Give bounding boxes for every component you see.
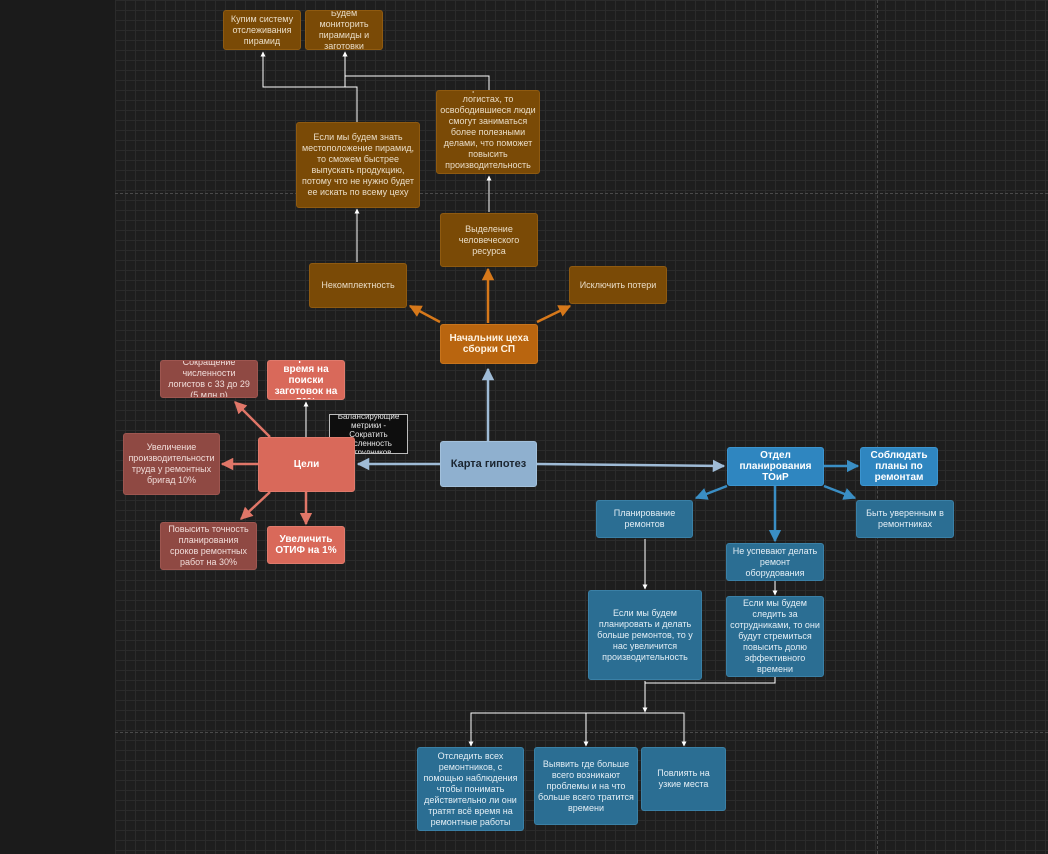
node-trust-repairmen[interactable]: Быть уверенным в ремонтниках xyxy=(856,500,954,538)
node-label: Не успевают делать ремонт оборудования xyxy=(732,545,818,578)
node-label: Соблюдать планы по ремонтам xyxy=(870,450,928,483)
node-label: Увеличение производительности труда у ре… xyxy=(128,442,215,485)
diagram-canvas[interactable] xyxy=(115,0,1048,854)
node-toir-dept[interactable]: Отдел планирования ТОиР xyxy=(727,447,824,486)
left-sidebar xyxy=(0,0,116,854)
link-hyp-watch-merge xyxy=(645,677,776,684)
node-hr-allocation[interactable]: Выделение человеческого ресурса xyxy=(440,213,538,267)
link-toir-to-trust xyxy=(823,484,857,500)
node-find-problems[interactable]: Выявить где больше всего возникают пробл… xyxy=(534,747,638,825)
link-to-track xyxy=(468,712,645,747)
link-shop-to-losses xyxy=(536,304,572,324)
link-shop-to-incompleteness xyxy=(408,304,441,324)
node-reduce-search-time[interactable]: Сократить время на поиски заготовок на 5… xyxy=(267,360,345,400)
node-label: Планирование ремонтов xyxy=(613,508,676,529)
link-hyp-logistics-to-monitor xyxy=(342,51,490,90)
node-label: Карта гипотез xyxy=(450,457,527,470)
node-monitor-pyramids[interactable]: Будем мониторить пирамиды и заготовки xyxy=(305,10,383,50)
node-label: Сократить время на поиски заготовок на 5… xyxy=(274,361,338,399)
link-hyp-location-to-buy xyxy=(260,51,358,122)
link-to-bottlenecks xyxy=(645,712,687,747)
node-label: Отдел планирования ТОиР xyxy=(739,450,812,483)
node-label: Повысить точность планирования сроков ре… xyxy=(168,524,249,567)
node-label: Сокращение численности логистов с 33 до … xyxy=(168,360,250,398)
link-hyp-location-to-monitor xyxy=(342,51,358,122)
node-label: Некомплектность xyxy=(321,280,395,290)
node-productivity[interactable]: Увеличение производительности труда у ре… xyxy=(123,433,220,495)
node-label: Если мы будем знать местоположение пирам… xyxy=(301,132,415,197)
link-goals-to-reduce-logisticians xyxy=(234,401,271,438)
link-toir-to-repair-planning xyxy=(694,484,728,500)
node-label: Если мы будем следить за сотрудниками, т… xyxy=(730,598,820,674)
node-balancing-metric[interactable]: Балансирующие метрики - Сократить числен… xyxy=(329,414,408,454)
node-label: Если мы будем планировать и делать больш… xyxy=(597,607,693,662)
node-track-repairmen[interactable]: Отследить всех ремонтников, с помощью на… xyxy=(417,747,524,831)
node-label: Выявить где больше всего возникают пробл… xyxy=(538,758,634,813)
node-label: потребность в логистах, то освободившиес… xyxy=(440,91,536,170)
node-goals[interactable]: Цели xyxy=(258,437,355,492)
node-label: Увеличить ОТИФ на 1% xyxy=(275,534,337,556)
node-reduce-logisticians[interactable]: Сокращение численности логистов с 33 до … xyxy=(160,360,258,398)
node-hyp-location[interactable]: Если мы будем знать местоположение пирам… xyxy=(296,122,420,208)
node-label: Балансирующие метрики - Сократить числен… xyxy=(337,414,400,454)
node-hypothesis-map[interactable]: Карта гипотез xyxy=(440,441,537,487)
node-label: Начальник цеха сборки СП xyxy=(449,333,529,355)
node-label: Исключить потери xyxy=(579,279,657,290)
node-label: Быть уверенным в ремонтниках xyxy=(866,508,944,529)
node-label: Отследить всех ремонтников, с помощью на… xyxy=(423,750,518,827)
node-label: Будем мониторить пирамиды и заготовки xyxy=(318,10,370,50)
page-break-line xyxy=(115,193,1048,194)
node-planning-accuracy[interactable]: Повысить точность планирования сроков ре… xyxy=(160,522,257,570)
node-repair-planning[interactable]: Планирование ремонтов xyxy=(596,500,693,538)
node-buy-tracking[interactable]: Купим систему отслеживания пирамид xyxy=(223,10,301,50)
node-label: Повлиять на узкие места xyxy=(657,768,710,789)
node-label: Выделение человеческого ресурса xyxy=(458,223,520,256)
node-incompleteness[interactable]: Некомплектность xyxy=(309,263,407,308)
page-break-line xyxy=(115,732,1048,733)
node-hyp-watch-staff[interactable]: Если мы будем следить за сотрудниками, т… xyxy=(726,596,824,677)
page-break-line xyxy=(877,0,878,854)
node-bottlenecks[interactable]: Повлиять на узкие места xyxy=(641,747,726,811)
link-to-find xyxy=(583,712,645,747)
node-keep-plans[interactable]: Соблюдать планы по ремонтам xyxy=(860,447,938,486)
node-late-repairs[interactable]: Не успевают делать ремонт оборудования xyxy=(726,543,824,581)
node-label: Цели xyxy=(293,459,320,470)
node-hyp-logistics[interactable]: потребность в логистах, то освободившиес… xyxy=(436,90,540,174)
node-eliminate-losses[interactable]: Исключить потери xyxy=(569,266,667,304)
node-otif[interactable]: Увеличить ОТИФ на 1% xyxy=(267,526,345,564)
node-label: Купим систему отслеживания пирамид xyxy=(230,13,294,46)
node-hyp-more-repairs[interactable]: Если мы будем планировать и делать больш… xyxy=(588,590,702,680)
node-shop-head[interactable]: Начальник цеха сборки СП xyxy=(440,324,538,364)
link-goals-to-planning-accuracy xyxy=(240,491,271,520)
link-map-to-toir xyxy=(536,459,726,473)
